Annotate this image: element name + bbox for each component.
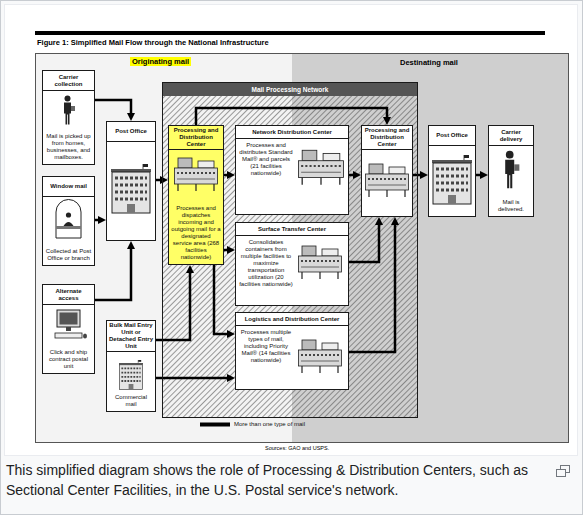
mail-flow-arrow [95,100,131,115]
sorting-machine-icon [299,340,342,373]
region-heading: Destinating mail [400,58,458,67]
box-fill [488,125,534,217]
box-title: Post Office [107,122,155,142]
commercial-building-icon [119,360,143,389]
mail-flow-arrow [224,174,229,177]
box-title: Surface Transfer Center [236,223,348,236]
mail-flow-arrow [349,174,355,177]
box-description: Commercial mail [107,394,155,408]
window-counter [56,199,81,238]
box-fill [42,70,95,165]
box-fill [162,82,418,418]
figure-title: Figure 1: Simplified Mail Flow through t… [37,38,269,47]
text-slot: Originating mail [130,57,191,66]
carrier-figure [505,151,519,188]
mail-flow-arrow [95,219,100,222]
legend-line [200,423,230,427]
facility-box: Carrier collectionMail is picked up from… [42,70,95,165]
post-office-icon [432,155,472,204]
mail-flow-arrow [95,247,131,300]
originating-ground [35,53,569,443]
text-slot: Figure 1: Simplified Mail Flow through t… [37,38,269,47]
box-fill [42,284,95,374]
box-description: Processes multiple types of mail, includ… [236,329,296,364]
box-fill [42,176,95,266]
facility-box: Post Office [428,125,476,217]
facility-box: Logistics and Distribution CenterProcess… [235,312,349,390]
mail-flow-arrow [349,223,395,352]
facility-box: Alternate accessClick and ship contract … [42,284,95,374]
sorting-machine-icon [299,246,342,279]
box-title: Post Office [429,126,475,146]
box-title: Carrier collection [43,71,94,91]
facility-box: Network Distribution CenterProcesses and… [235,125,349,215]
post-office-icon [111,164,151,213]
box-fill [428,125,476,217]
facility-box: Bulk Mail Entry Unit or Detached Entry U… [106,320,156,412]
connectors [95,100,482,378]
box-title: Alternate access [43,285,94,305]
text-slot: This simplified diagram shows the role o… [6,460,551,500]
box-description: Mail is picked up from homes, businesses… [43,133,94,161]
box-description: Consolidates containers from multiple fa… [236,239,296,288]
region-title: Mail Processing Network [163,83,417,96]
box-description: Processes and distributes Standard Mail®… [236,142,296,177]
sorting-machine-icon [175,158,218,191]
box-title: Carrier delivery [489,126,533,146]
mail-flow-arrow [349,223,379,262]
region-heading: Originating mail [130,57,191,66]
title-rule [35,31,545,35]
text-slot: Sources: GAO and USPS. [265,445,329,452]
source-note: Sources: GAO and USPS. [265,445,329,452]
box-fill [361,125,413,217]
legend-text: More than one type of mail [234,421,305,428]
box-fill [235,125,349,215]
box-title: Network Distribution Center [236,126,348,139]
box-fill [235,222,349,306]
box-description: Mail is delivered. [489,199,533,213]
carrier-figure [64,96,75,125]
box-fill [106,320,156,412]
figure-caption: This simplified diagram shows the role o… [6,460,551,500]
box-fills [42,70,534,418]
mail-flow-arrow [196,108,387,125]
box-title: Processing and Distribution Center [362,126,412,150]
box-title: Bulk Mail Entry Unit or Detached Entry U… [107,321,155,352]
box-title: Window mail [43,177,94,197]
facility-box: Post Office [106,121,156,241]
box-title: Processing and Distribution Center [169,126,223,150]
box-fill [235,312,349,390]
box-fill [168,125,224,265]
facility-box: Carrier deliveryMail is delivered. [488,125,534,217]
box-title: Logistics and Distribution Center [236,313,348,326]
image-ground [5,5,578,456]
sorting-machine-icon [366,164,409,197]
computer-icon [55,310,87,339]
mail-flow-arrow [476,174,482,177]
text-slot: Destinating mail [400,58,458,67]
facility-box: Surface Transfer CenterConsolidates cont… [235,222,349,306]
box-description: Collected at Post Office or branch [43,248,94,262]
panel-border [36,54,569,443]
mail-flow-arrow [224,249,229,252]
legend-swatch [200,421,230,428]
legend-row: More than one type of mail [200,421,305,428]
box-description: Click and ship contract postal unit [43,349,94,370]
facility-box: Window mailCollected at Post Office or b… [42,176,95,266]
network-region: Mail Processing NetworkProcessing and Di… [162,82,418,418]
box-description: Processes and dispatches incoming and ou… [169,205,223,261]
mail-flow-arrow [214,265,229,334]
sorting-machine-icon [299,150,344,185]
enlarge-icon [557,466,570,477]
facility-box: Processing and Distribution CenterProces… [168,125,224,265]
facility-box: Processing and Distribution Center [361,125,413,217]
box-fill [106,121,156,241]
mail-flow-arrow [156,377,229,380]
